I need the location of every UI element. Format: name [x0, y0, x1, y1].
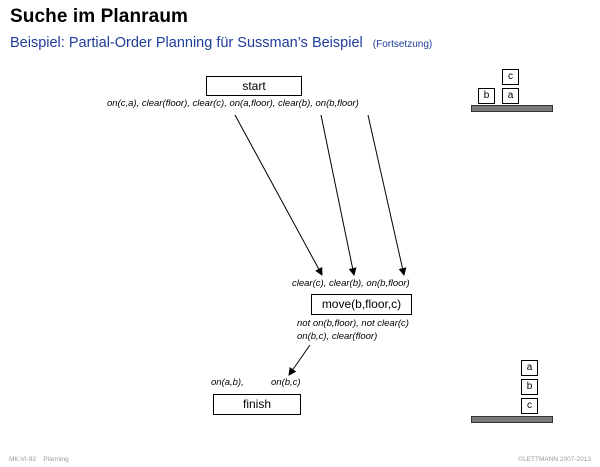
move-effects-1: not on(b,floor), not clear(c) — [297, 318, 409, 329]
block-c-initial: c — [502, 69, 519, 85]
footer-right: ©LETTMANN 2007-2013 — [518, 456, 591, 463]
finish-node: finish — [213, 394, 301, 415]
finish-precondition-1: on(a,b), — [211, 377, 244, 388]
block-c-goal: c — [521, 398, 538, 414]
block-b-initial: b — [478, 88, 495, 104]
block-a-initial: a — [502, 88, 519, 104]
footer-left: MK:VI-92 Planning — [9, 456, 69, 463]
start-effects: on(c,a), clear(floor), clear(c), on(a,fl… — [107, 98, 359, 109]
start-node: start — [206, 76, 302, 96]
move-effects-2: on(b,c), clear(floor) — [297, 331, 378, 342]
table-goal — [471, 416, 553, 423]
block-b-goal: b — [521, 379, 538, 395]
link-clear-b — [320, 114, 357, 276]
finish-precondition-2: on(b,c) — [271, 377, 301, 388]
table-initial — [471, 105, 553, 112]
page-subtitle: Beispiel: Partial-Order Planning für Sus… — [10, 35, 432, 51]
link-on-b-c — [288, 344, 311, 376]
subtitle-text: Beispiel: Partial-Order Planning für Sus… — [10, 35, 363, 51]
subtitle-note: (Fortsetzung) — [372, 39, 433, 50]
block-a-goal: a — [521, 360, 538, 376]
page-title: Suche im Planraum — [10, 6, 189, 27]
move-node: move(b,floor,c) — [311, 294, 412, 315]
link-clear-c — [234, 114, 323, 276]
link-on-b-floor — [367, 114, 407, 276]
move-preconditions: clear(c), clear(b), on(b,floor) — [292, 278, 410, 289]
